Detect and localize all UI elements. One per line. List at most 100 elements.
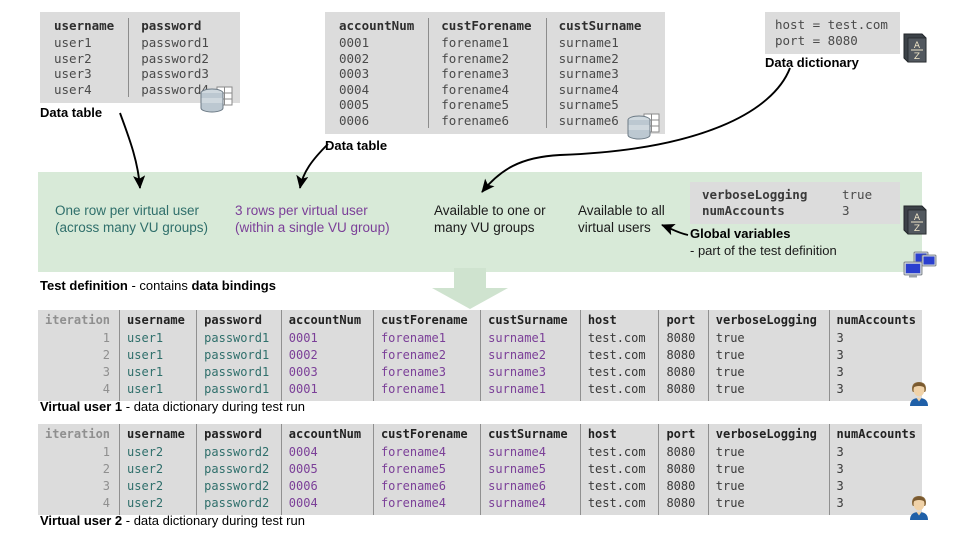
table-header-row: iteration username password accountNum c…: [38, 424, 922, 444]
cell-verboselogging: true: [707, 495, 830, 515]
svg-text:A: A: [914, 213, 921, 223]
cell-username: user1: [119, 330, 197, 347]
cell-custsurname: surname2: [480, 347, 581, 364]
cell: surname3: [545, 66, 656, 82]
cell-iteration: 4: [102, 382, 111, 396]
cell-numaccounts: 3: [828, 364, 922, 381]
cell-username: user2: [119, 444, 197, 461]
cell-username: user2: [119, 461, 197, 478]
cell: user2: [54, 50, 92, 66]
column-header-accountnum: accountNum: [280, 424, 374, 444]
table-row: user4 password4: [52, 81, 223, 97]
cell: user4: [54, 81, 92, 97]
cell-numaccounts: 3: [828, 444, 922, 461]
column-header-custforename: custForename: [372, 310, 481, 330]
column-header: custForename: [428, 18, 547, 35]
cell: forename4: [428, 81, 547, 97]
table-row: 1 user2 password2 0004 forename4 surname…: [38, 444, 922, 461]
cell-custforename: forename6: [372, 478, 481, 495]
cell-accountnum: 0004: [280, 495, 374, 515]
global-variables-box: verboseLogging true numAccounts 3: [690, 182, 900, 224]
table-row: 4 user1 password1 0001 forename1 surname…: [38, 381, 922, 401]
note-line-1: One row per virtual user: [55, 203, 200, 218]
flow-down-arrow-icon: [408, 268, 532, 310]
cell-host: test.com: [579, 347, 659, 364]
note-line-2: (within a single VU group): [235, 220, 390, 235]
cell-custforename: forename3: [372, 364, 481, 381]
cell-password: password2: [196, 495, 282, 515]
cell-custforename: forename1: [372, 381, 481, 401]
column-header-numaccounts: numAccounts: [828, 310, 922, 330]
accounts-grid: accountNum custForename custSurname 0001…: [337, 18, 656, 128]
cell-accountnum: 0002: [280, 347, 374, 364]
caption-test-definition: Test definition - contains data bindings: [40, 278, 276, 293]
cell-password: password2: [196, 444, 282, 461]
virtual-user-avatar: [908, 380, 930, 406]
cell-host: test.com: [579, 495, 659, 515]
caption-global-variables: Global variables: [690, 226, 791, 241]
cell-username: user1: [119, 347, 197, 364]
data-table-credentials: username password user1 password1 user2 …: [40, 12, 240, 103]
data-dictionary-box: host = test.com port = 8080: [765, 12, 900, 54]
table-row: 0003 forename3 surname3: [337, 66, 656, 82]
column-header-verboselogging: verboseLogging: [707, 310, 830, 330]
caption-rest: - data dictionary during test run: [122, 399, 305, 414]
cell-custsurname: surname1: [480, 381, 581, 401]
table-row: 0006 forename6 surname6: [337, 112, 656, 128]
column-header-password: password: [196, 424, 282, 444]
cell-username: user1: [119, 381, 197, 401]
cell-verboselogging: true: [707, 330, 830, 347]
cell: surname4: [545, 81, 656, 97]
note-line-2: virtual users: [578, 220, 651, 235]
cell-custforename: forename4: [372, 495, 481, 515]
svg-text:A: A: [914, 41, 921, 51]
cell-password: password1: [196, 330, 282, 347]
cell-host: test.com: [579, 330, 659, 347]
column-header-iteration: iteration: [45, 313, 111, 327]
cell-verboselogging: true: [707, 444, 830, 461]
cell-verboselogging: true: [707, 347, 830, 364]
cell-password: password2: [196, 461, 282, 478]
cell: forename3: [428, 66, 547, 82]
note-available-one-or-many: Available to one or many VU groups: [434, 202, 546, 236]
global-variable-row: verboseLogging true: [702, 187, 886, 203]
cell-port: 8080: [658, 478, 709, 495]
caption-data-table-2: Data table: [325, 138, 388, 153]
cell-iteration: 4: [102, 496, 111, 510]
cell: forename1: [428, 35, 547, 51]
caption-virtual-user-1: Virtual user 1 - data dictionary during …: [40, 399, 305, 414]
cell-host: test.com: [579, 381, 659, 401]
cell-iteration: 3: [102, 365, 111, 379]
cell-custforename: forename5: [372, 461, 481, 478]
dictionary-az-icon: A Z: [902, 204, 928, 236]
cell: password4: [128, 81, 223, 97]
cell: forename5: [428, 97, 547, 113]
cell: 0002: [339, 50, 370, 66]
note-line-2: (across many VU groups): [55, 220, 209, 235]
cell-username: user1: [119, 364, 197, 381]
cell: 0005: [339, 97, 370, 112]
table-row: 0005 forename5 surname5: [337, 97, 656, 113]
cell-port: 8080: [658, 461, 709, 478]
cell: 0003: [339, 66, 370, 81]
caption-data-table-1: Data table: [40, 105, 103, 120]
cell-numaccounts: 3: [828, 478, 922, 495]
svg-text:Z: Z: [914, 52, 920, 62]
caption-global-variables-sub: - part of the test definition: [690, 243, 837, 258]
dictionary-az-icon: A Z: [902, 32, 928, 64]
table-row: user1 password1: [52, 35, 223, 51]
cell-accountnum: 0001: [280, 381, 374, 401]
cell-port: 8080: [658, 347, 709, 364]
column-header-password: password: [196, 310, 282, 330]
table-header-row: accountNum custForename custSurname: [337, 18, 656, 35]
table-header-row: iteration username password accountNum c…: [38, 310, 922, 330]
table-row: 4 user2 password2 0004 forename4 surname…: [38, 495, 922, 515]
column-header-host: host: [579, 310, 659, 330]
virtual-user-avatar: [908, 494, 930, 520]
caption-rest: - data dictionary during test run: [122, 513, 305, 528]
cell-verboselogging: true: [707, 478, 830, 495]
cell: 0001: [339, 35, 370, 50]
cell-username: user2: [119, 495, 197, 515]
cell-verboselogging: true: [707, 381, 830, 401]
cell: 0006: [339, 112, 370, 128]
